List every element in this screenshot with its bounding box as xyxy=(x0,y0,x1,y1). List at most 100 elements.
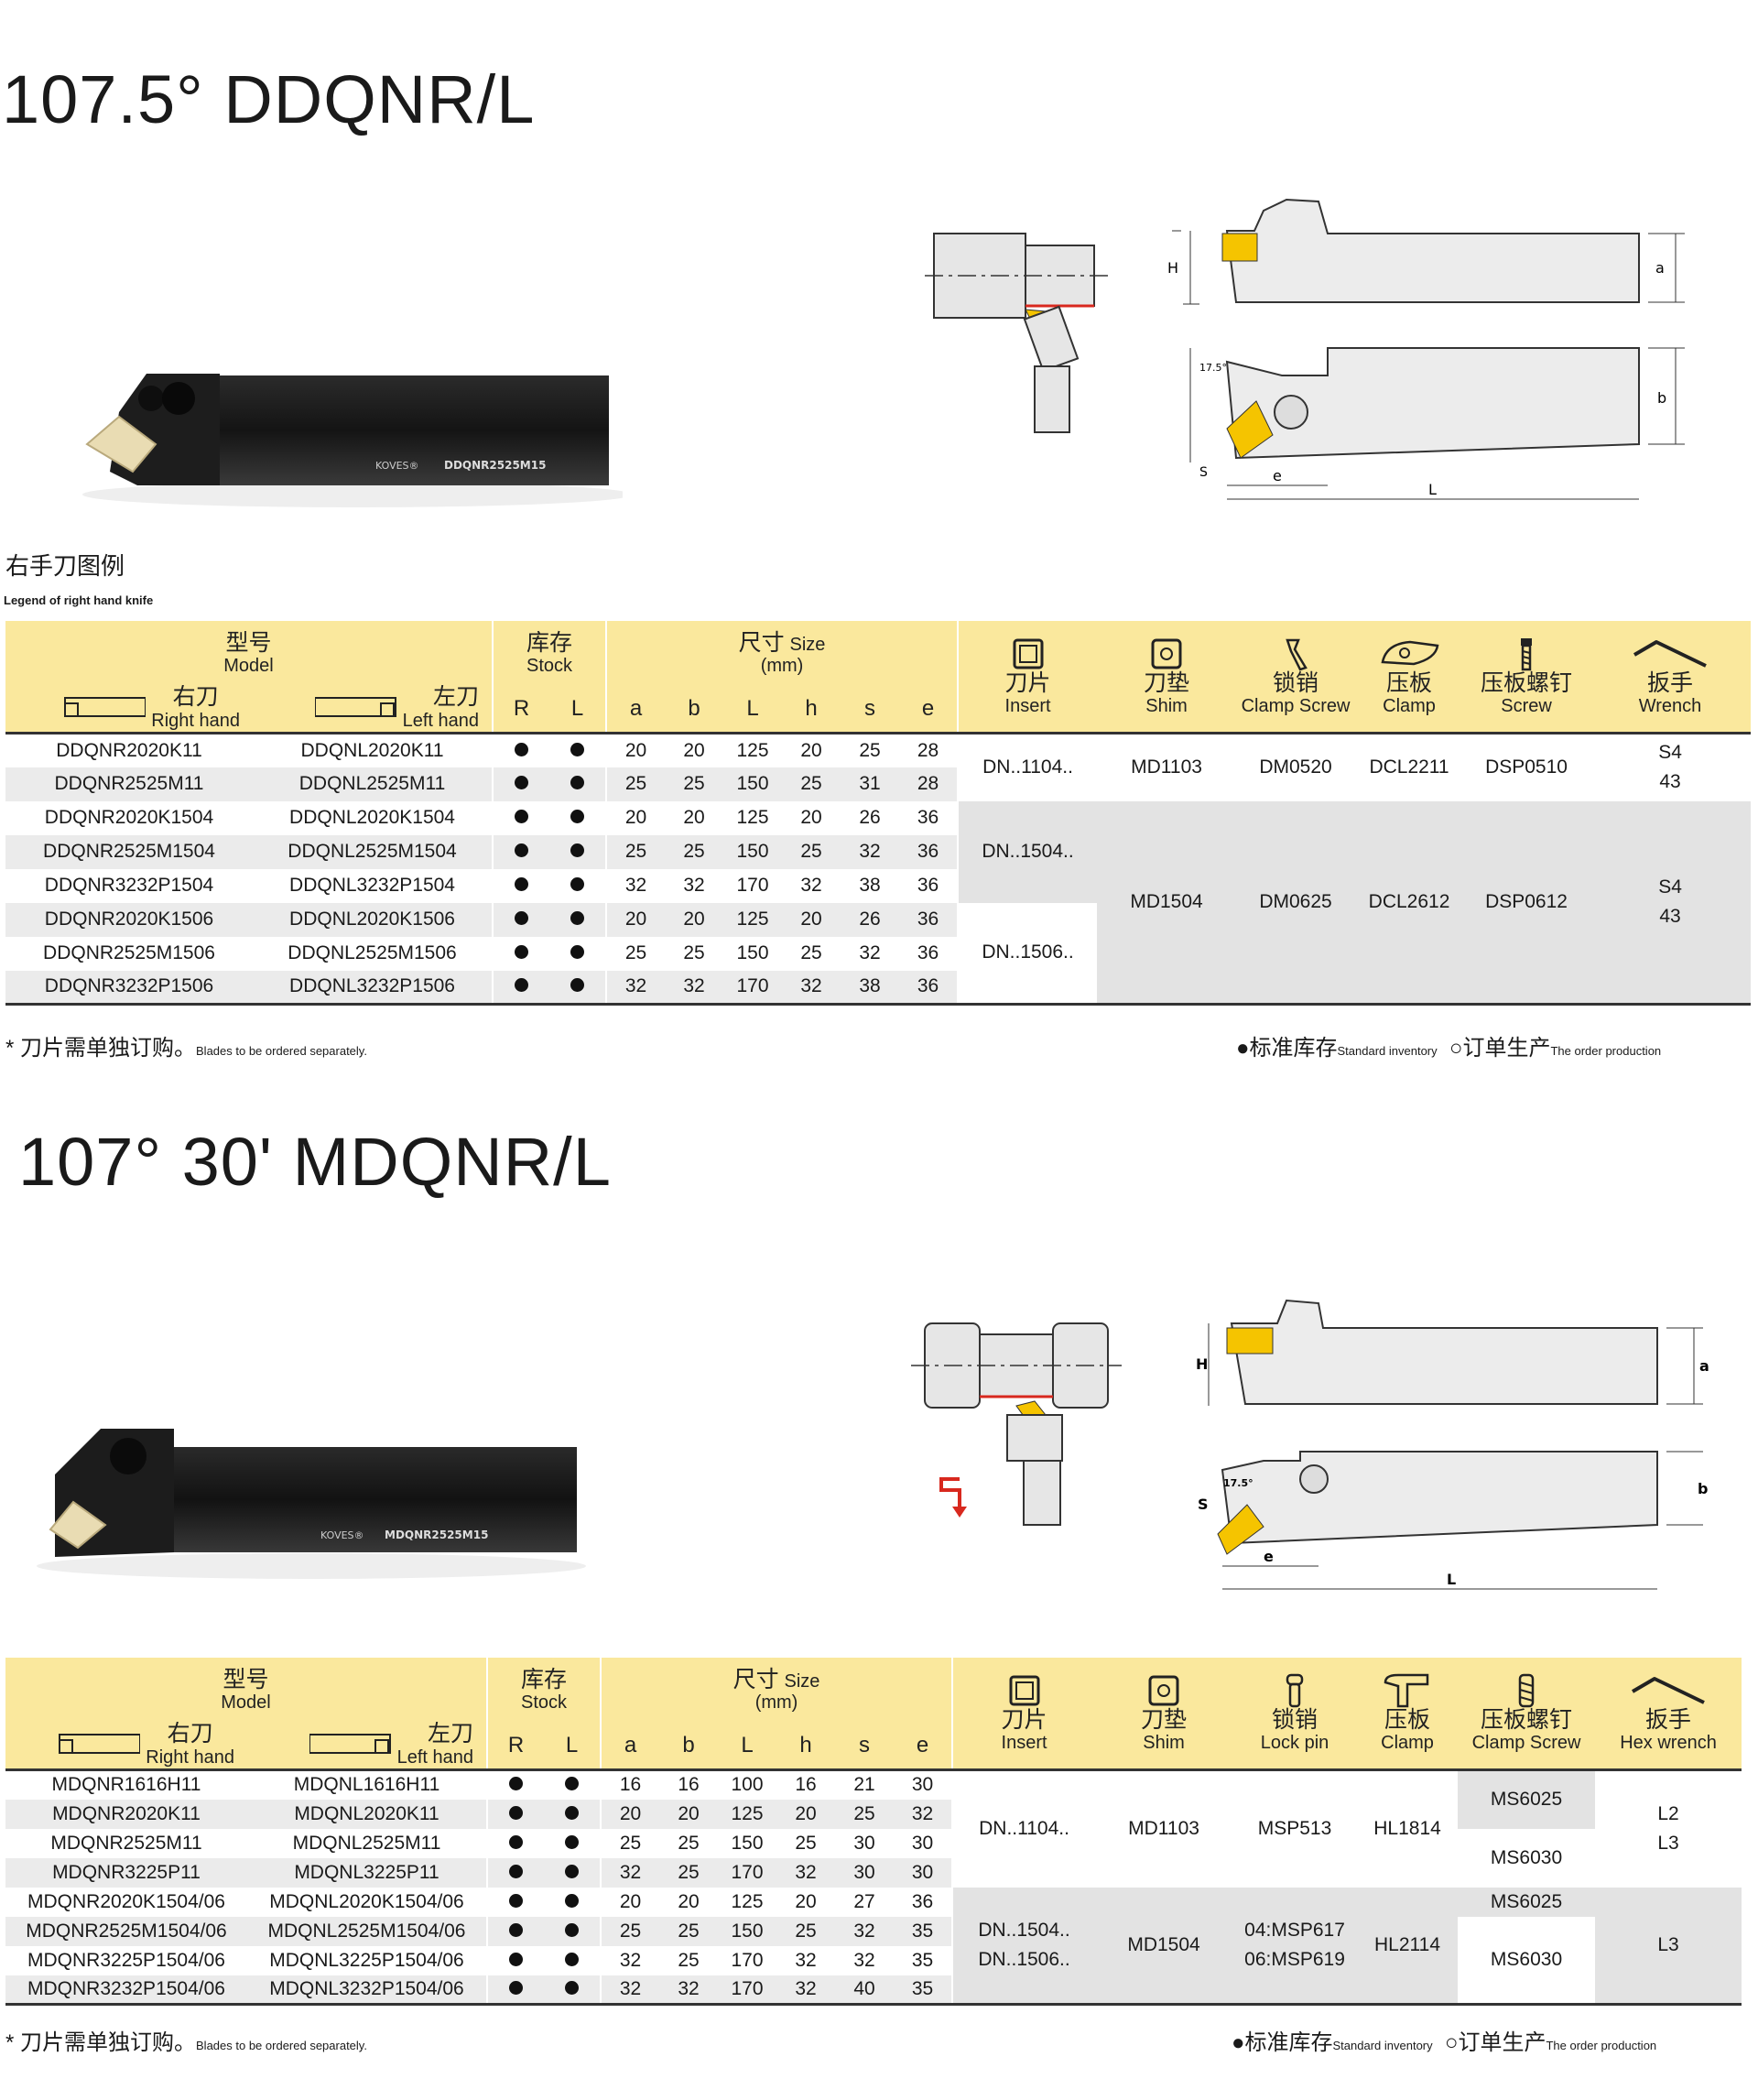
stock-dot-icon xyxy=(515,810,529,823)
svg-text:S: S xyxy=(1199,465,1208,480)
clamp-value: DCL2612 xyxy=(1355,800,1464,1005)
dim-e-header-2: e xyxy=(894,1722,954,1770)
stock-r-header-2: R xyxy=(487,1722,545,1770)
dim-e: 28 xyxy=(899,767,960,801)
dim-h-header-2: h xyxy=(776,1722,836,1770)
dim-L-header: L xyxy=(723,685,783,734)
stock-dot-icon xyxy=(509,1980,524,1995)
svg-text:L: L xyxy=(1447,1571,1456,1588)
dim-L: 170 xyxy=(723,868,783,903)
dim-L-header-2: L xyxy=(718,1722,777,1770)
dim-b: 25 xyxy=(665,767,724,801)
clamp-screw-value: MS6030 xyxy=(1458,1828,1596,1888)
stock-r xyxy=(487,1828,545,1858)
clamp-screw-value: DM0520 xyxy=(1236,733,1356,801)
dim-b: 32 xyxy=(659,1975,719,2005)
dim-L: 125 xyxy=(723,902,783,937)
photo1-model: DDQNR2525M15 xyxy=(444,459,546,472)
dim-e: 36 xyxy=(899,902,960,937)
stock-l xyxy=(544,1975,602,2005)
stock-l xyxy=(544,1769,602,1800)
dim-s: 32 xyxy=(841,834,900,869)
dim-b-header-2: b xyxy=(659,1722,719,1770)
clamp-icon xyxy=(1355,637,1463,671)
dim-s: 32 xyxy=(835,1945,895,1975)
stock-l xyxy=(544,1887,602,1917)
dim-e: 35 xyxy=(894,1975,954,2005)
dim-s: 25 xyxy=(835,1799,895,1829)
svg-text:b: b xyxy=(1698,1480,1708,1497)
hex-wrench-value: L3 xyxy=(1595,1887,1742,2005)
section1-title: 107.5° DDQNR/L xyxy=(2,61,536,137)
dim-s: 21 xyxy=(835,1769,895,1800)
dim-h: 32 xyxy=(776,1857,836,1888)
dim-L: 125 xyxy=(718,1887,777,1917)
dim-L: 170 xyxy=(718,1857,777,1888)
stock-dot-icon xyxy=(565,1893,580,1908)
dim-h: 32 xyxy=(782,970,841,1005)
svg-text:17.5°: 17.5° xyxy=(1223,1477,1253,1489)
dim-a: 20 xyxy=(606,733,666,767)
insert-value: DN..1506.. xyxy=(958,902,1098,1005)
photo2-model: MDQNR2525M15 xyxy=(385,1529,488,1541)
stock-l-header-2: L xyxy=(544,1722,602,1770)
hex-wrench-icon xyxy=(1595,1673,1742,1708)
model-left: MDQNL3225P11 xyxy=(247,1857,489,1888)
dim-a: 32 xyxy=(606,970,666,1005)
legend-title: 右手刀图例 xyxy=(5,552,125,580)
dim-s: 40 xyxy=(835,1975,895,2005)
dim-e: 35 xyxy=(894,1916,954,1946)
dim-b: 32 xyxy=(665,868,724,903)
shim-value: MD1103 xyxy=(1095,1769,1233,1888)
stock-dot-icon xyxy=(515,945,529,959)
insert-icon xyxy=(953,1673,1095,1708)
stock-l xyxy=(549,970,608,1005)
insert-value: DN..1104.. xyxy=(958,733,1098,801)
insert-value: DN..1504..DN..1506.. xyxy=(952,1887,1096,2005)
dim-L: 150 xyxy=(723,936,783,971)
insert-value: DN..1104.. xyxy=(952,1769,1096,1888)
stock-dot-icon xyxy=(570,877,585,891)
dim-h-header: h xyxy=(782,685,841,734)
dim-b: 25 xyxy=(665,834,724,869)
dim-a: 20 xyxy=(606,800,666,835)
model-right: DDQNR3232P1506 xyxy=(5,970,253,1005)
stock-dot-icon xyxy=(565,1834,580,1849)
dim-e: 28 xyxy=(899,733,960,767)
stock-dot-icon xyxy=(565,1980,580,1995)
dim-a: 32 xyxy=(606,868,666,903)
dim-e: 36 xyxy=(899,868,960,903)
dim-b: 25 xyxy=(665,936,724,971)
stock-l xyxy=(549,800,608,835)
inventory-legend-1: ●标准库存Standard inventory ○订单生产The order p… xyxy=(1236,1036,1662,1061)
stock-l xyxy=(549,767,608,801)
stock-dot-icon xyxy=(509,1922,524,1937)
dim-L: 150 xyxy=(718,1828,777,1858)
dim-a-header-2: a xyxy=(601,1722,660,1770)
svg-text:L: L xyxy=(1428,481,1437,498)
model-right: MDQNR2525M11 xyxy=(5,1828,247,1858)
section2-title: 107° 30' MDQNR/L xyxy=(18,1124,612,1200)
dim-e: 36 xyxy=(894,1887,954,1917)
stock-dot-icon xyxy=(565,1777,580,1791)
dim-s: 38 xyxy=(841,970,900,1005)
model-right: MDQNR3225P11 xyxy=(5,1857,247,1888)
dim-a: 20 xyxy=(606,902,666,937)
left-hand-icon xyxy=(308,1727,392,1764)
clamp-screw-value: MS6025 xyxy=(1458,1887,1596,1917)
